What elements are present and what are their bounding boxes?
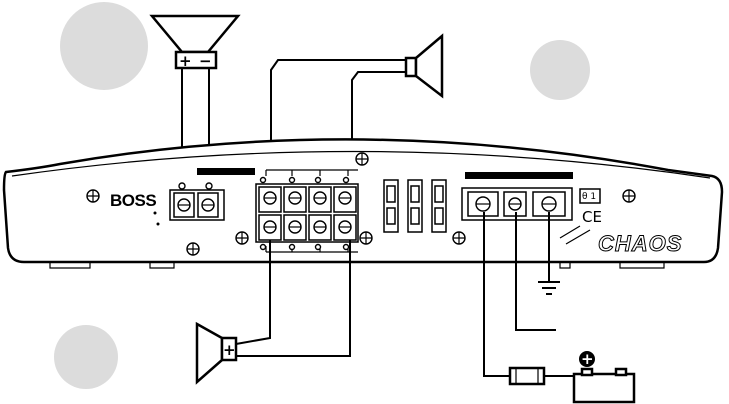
label-bar-right: [465, 172, 573, 179]
mounting-screw: [623, 190, 635, 202]
brand-logo: BOSS: [110, 191, 156, 210]
fuse-label: θ 1: [582, 192, 596, 202]
callout-circle-2: [530, 40, 590, 100]
speaker-bottom-left: +: [197, 324, 236, 382]
speaker-bottom-left-plus: +: [223, 341, 236, 359]
mounting-screw: [453, 232, 465, 244]
speaker-top-left-minus: −: [199, 52, 212, 70]
mounting-screw: [236, 232, 248, 244]
model-name: CHAOS: [598, 231, 682, 256]
mounting-screw: [356, 153, 368, 165]
mounting-screw: [87, 190, 99, 202]
speaker-top-left-plus: +: [179, 52, 192, 70]
mounting-screw: [360, 232, 372, 244]
battery: +: [574, 350, 634, 402]
speaker-top-left: + −: [152, 16, 238, 70]
label-bar-left: [197, 168, 255, 175]
speaker-top-right: [406, 36, 442, 96]
inline-fuse: [510, 368, 544, 384]
gain-control-panel: [384, 180, 446, 232]
callout-circle-1: [60, 2, 148, 90]
mounting-screw: [187, 243, 199, 255]
callout-circle-3: [54, 325, 118, 389]
battery-positive-symbol: +: [581, 350, 594, 368]
ce-mark: CE: [582, 208, 602, 226]
